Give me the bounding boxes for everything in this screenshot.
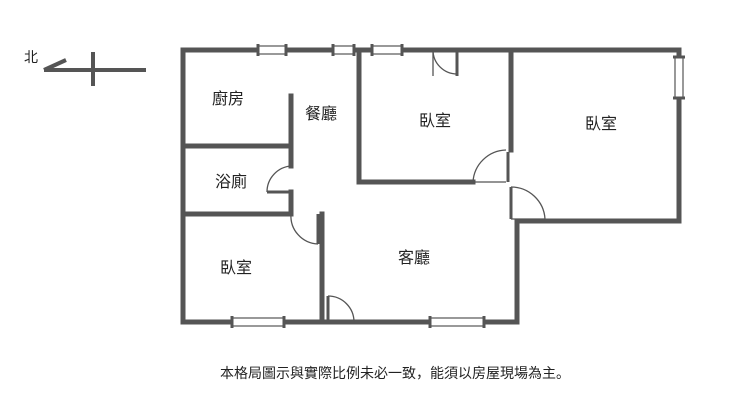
window-top-3	[371, 45, 403, 55]
windows	[231, 45, 684, 327]
room-label-kitchen: 廚房	[212, 89, 244, 108]
door-bedroom-middle	[472, 149, 510, 183]
scale-disclaimer-note: 本格局圖示與實際比例未必一致，能須以房屋現場為主。	[220, 366, 570, 382]
room-label-dining: 餐廳	[305, 104, 337, 123]
door-bathroom	[266, 165, 292, 194]
room-label-bedroom-top-middle: 臥室	[419, 111, 451, 130]
north-arrow-icon	[43, 52, 146, 86]
door-entrance	[326, 295, 355, 323]
door-bedroom-right	[509, 186, 546, 220]
north-label: 北	[24, 50, 38, 66]
window-top-1	[257, 45, 287, 55]
room-label-bathroom: 浴廁	[215, 172, 247, 191]
room-label-bedroom-bottom-left: 臥室	[220, 258, 252, 277]
window-right	[674, 56, 684, 99]
door-bedroom-top	[432, 49, 459, 76]
window-bottom-2	[429, 317, 485, 327]
window-bottom-1	[231, 317, 285, 327]
door-bedroom-bottom-left	[290, 213, 320, 245]
room-label-living: 客廳	[398, 248, 430, 267]
walls	[180, 47, 682, 325]
window-top-2	[332, 45, 355, 55]
room-label-bedroom-right: 臥室	[585, 114, 617, 133]
doors	[266, 49, 546, 323]
